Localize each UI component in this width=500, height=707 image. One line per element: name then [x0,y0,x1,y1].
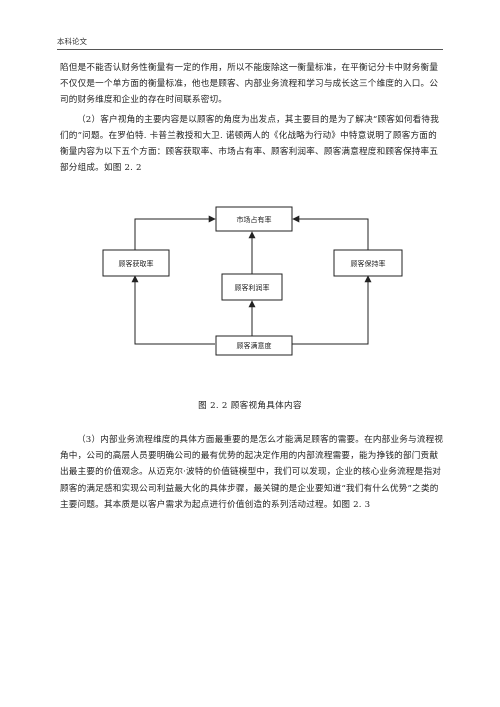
arrow-satisfaction-to-acquisition [131,275,215,345]
figure-caption: 图 2. 2 顾客视角具体内容 [198,401,302,411]
box-customer-acquisition [102,249,170,277]
arrow-acquisition-to-market-share [134,215,216,250]
header-rule [57,49,443,50]
label-market-share: 市场占有率 [237,215,272,224]
paragraph-customer-perspective: （2）客户视角的主要内容是以顾客的角度为出发点，其主要目的是为了解决“顾客如何看… [60,115,440,173]
running-header: 本科论文 [57,37,87,46]
box-customer-retention [333,249,403,277]
arrow-retention-to-market-share [292,215,369,250]
box-customer-satisfaction [215,335,293,356]
label-customer-satisfaction: 顾客满意度 [237,341,272,350]
box-customer-profitability [221,273,283,301]
label-customer-retention: 顾客保持率 [351,259,386,268]
paragraph-internal-process: （3）内部业务流程维度的具体方面最重要的是怎么才能满足顾客的需要。在内部业务与流… [60,435,444,510]
label-customer-profitability: 顾客利润率 [235,283,270,292]
label-customer-acquisition: 顾客获取率 [119,259,154,268]
paragraph-financial: 陷但是不能否认财务性衡量有一定的作用，所以不能废除这一衡量标准，在平衡记分卡中财… [60,63,439,105]
arrow-satisfaction-to-retention [292,275,372,345]
box-market-share [215,206,293,232]
